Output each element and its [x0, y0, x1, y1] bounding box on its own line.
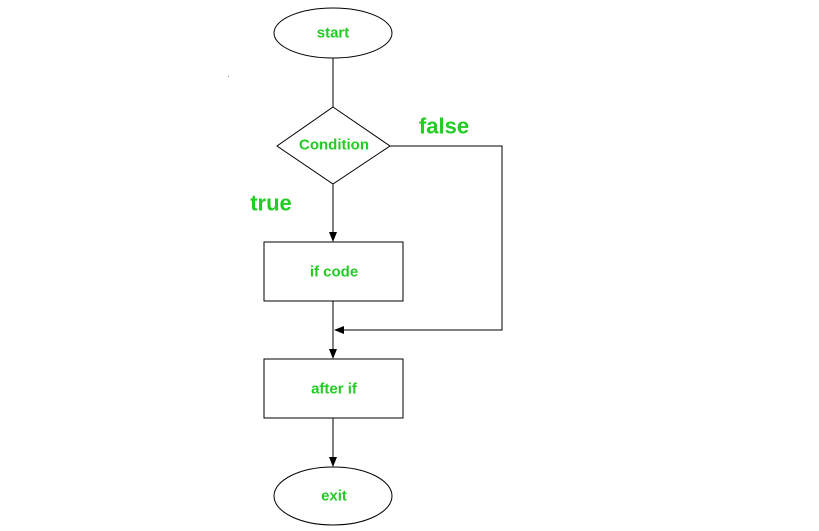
start-node-label: start	[317, 25, 350, 42]
condition-decision	[276, 106, 391, 185]
exit-node	[273, 466, 393, 526]
stray-dot	[228, 76, 229, 77]
after-if-box	[263, 358, 404, 419]
true-branch-label: true	[250, 191, 292, 216]
if-code-label: if code	[310, 264, 358, 281]
condition-label: Condition	[299, 137, 369, 154]
start-node	[273, 7, 393, 59]
after-if-label: after if	[311, 381, 358, 398]
exit-node-label: exit	[321, 488, 347, 505]
if-code-box	[263, 241, 404, 302]
false-branch-label: false	[419, 114, 469, 139]
arrow-false-to-merge	[334, 145, 503, 334]
